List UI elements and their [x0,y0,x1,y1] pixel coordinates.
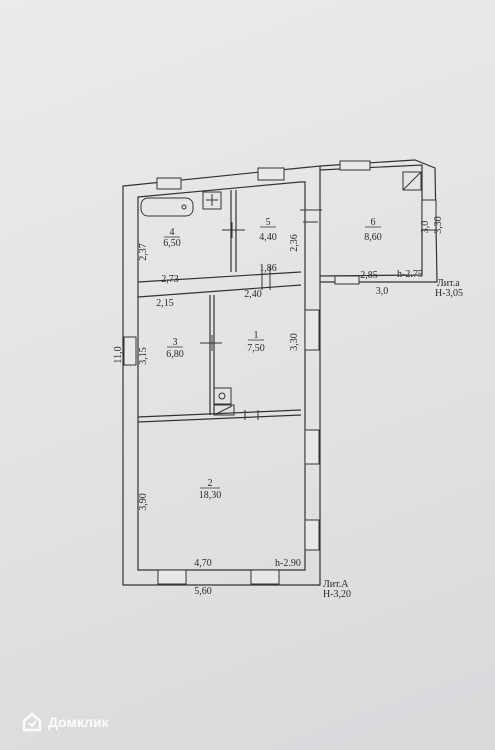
room-3-number: 3 [173,337,178,348]
room-1-area: 7,50 [247,343,265,354]
dim-3-0-horizontal: 3,0 [376,286,389,297]
liter-annex-name: Лит.а [437,278,460,289]
dim-1-86: 1,86 [259,263,277,274]
dim-3-30b: 3,30 [433,216,444,234]
room-4-number: 4 [170,227,175,238]
window-left [123,336,137,366]
window-top-2 [257,167,285,181]
dim-3-15: 3,15 [138,347,149,365]
domclick-logo-icon [22,712,42,732]
inner-wall-main [137,181,306,571]
room-2-number: 2 [208,478,213,489]
watermark-text: Домклик [48,714,109,730]
liter-main-name: Лит.А [323,579,349,590]
dim-3-30a: 3,30 [289,333,300,351]
outer-wall-main [122,165,321,586]
dim-5-60: 5,60 [194,586,212,597]
dim-2-36: 2,36 [289,234,300,252]
room-6-area: 8,60 [364,232,382,243]
dim-2-37: 2,37 [138,243,149,261]
sink-icon [202,191,222,210]
stove-icon [213,387,232,405]
window-right-1 [304,309,320,351]
dim-2-73: 2,73 [161,274,179,285]
chimney-icon [402,171,422,191]
height-annex: h-2.75 [397,269,423,280]
height-main: h-2.90 [275,558,301,569]
liter-annex-height: Н-3,05 [435,288,463,299]
door-marks [200,209,322,420]
dim-3-90: 3,90 [138,493,149,511]
dim-2-85: 2,85 [360,270,378,281]
dim-2-40: 2,40 [244,289,262,300]
partition-3-1 [209,295,215,415]
room-6-number: 6 [371,217,376,228]
dim-3-0-vertical: 3,0 [420,221,431,234]
dim-2-15: 2,15 [156,298,174,309]
liter-main-height: Н-3,20 [323,589,351,600]
outer-wall-annex [319,159,438,283]
window-annex-top [339,160,371,171]
window-right-2 [304,429,320,465]
partition-4-5 [230,190,237,272]
window-annex-right [421,199,437,231]
partition-lower-h [137,409,302,423]
bathtub-icon [140,197,194,217]
room-3-area: 6,80 [166,349,184,360]
room-5-number: 5 [266,217,271,228]
window-annex-bottom [334,275,360,285]
dim-11-0: 11,0 [113,346,124,363]
partition-upper-h [137,271,302,298]
room-1-number: 1 [254,330,259,341]
window-bottom-1 [157,569,187,585]
room-2-area: 18,30 [199,490,222,501]
window-bottom-2 [250,569,280,585]
room-4-area: 6,50 [163,238,181,249]
room-5-area: 4,40 [259,232,277,243]
window-right-3 [304,519,320,551]
boiler-icon [213,404,235,416]
dim-4-70: 4,70 [194,558,212,569]
window-top-1 [156,177,182,190]
watermark: Домклик [22,712,109,732]
